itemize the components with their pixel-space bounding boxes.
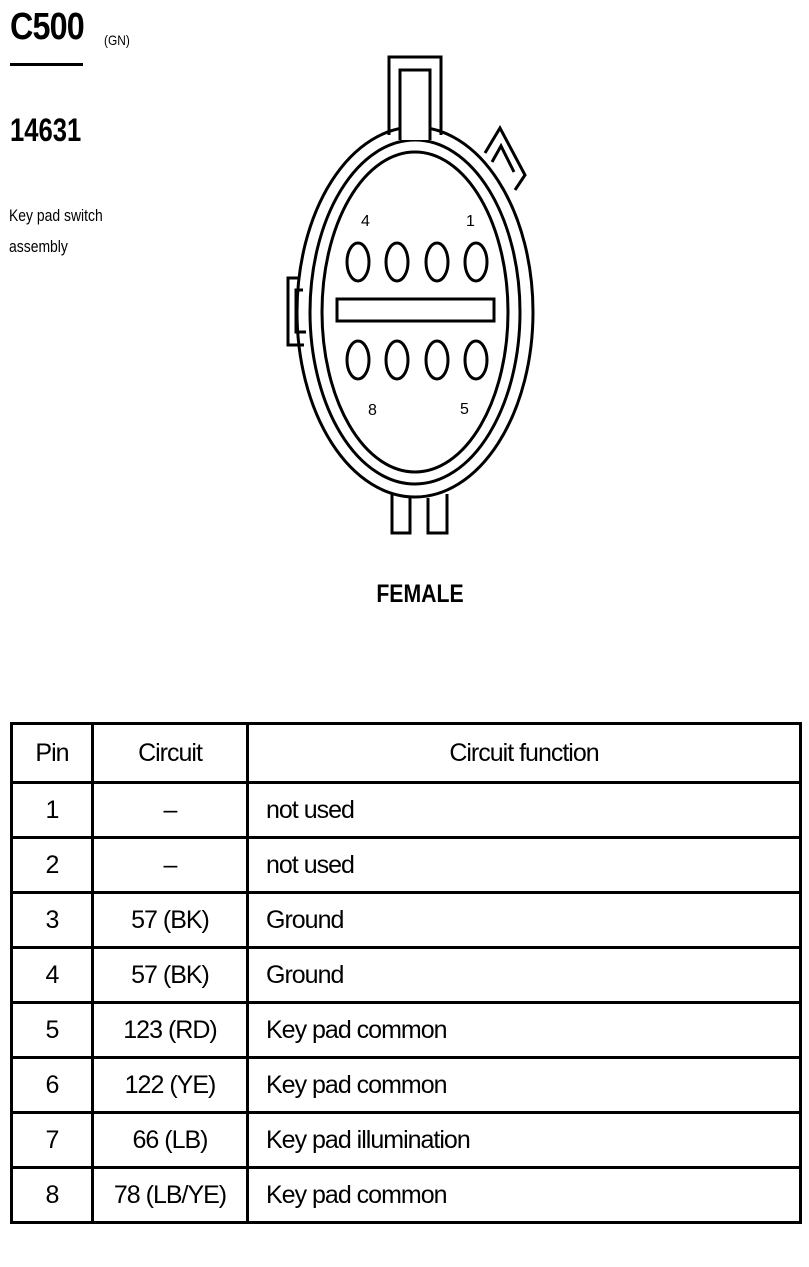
cell-circuit: 122 (YE) xyxy=(91,1056,249,1114)
connector-top-tab xyxy=(387,55,443,135)
connector-id-underline xyxy=(10,63,83,66)
cell-circuit: 78 (LB/YE) xyxy=(91,1166,249,1224)
connector-locking-key xyxy=(483,124,527,191)
cell-circuit: 57 (BK) xyxy=(91,946,249,1004)
pin-cavity-1 xyxy=(463,241,489,283)
cell-function: Key pad common xyxy=(246,1056,802,1114)
pin-cavity-8 xyxy=(345,339,371,381)
cell-circuit: – xyxy=(91,781,249,839)
cell-function: Ground xyxy=(246,891,802,949)
table-row: 4 57 (BK) Ground xyxy=(10,946,802,1004)
cell-pin: 4 xyxy=(10,946,94,1004)
cell-circuit: – xyxy=(91,836,249,894)
pin-label-bottom-left: 8 xyxy=(368,402,377,419)
connector-color-code: (GN) xyxy=(104,32,130,48)
connector-id: C500 xyxy=(10,6,85,48)
pin-cavity-7 xyxy=(384,339,410,381)
cell-function: not used xyxy=(246,781,802,839)
table-row: 7 66 (LB) Key pad illumination xyxy=(10,1111,802,1169)
connector-outer-shell xyxy=(295,125,535,499)
cell-function: not used xyxy=(246,836,802,894)
cell-pin: 7 xyxy=(10,1111,94,1169)
connector-center-bar xyxy=(335,297,496,323)
cell-pin: 3 xyxy=(10,891,94,949)
pin-label-bottom-right: 5 xyxy=(460,401,469,418)
pin-label-top-left: 4 xyxy=(361,213,370,230)
pin-cavity-6 xyxy=(424,339,450,381)
connector-inner-shell xyxy=(308,138,522,486)
pinout-header-row: Pin Circuit Circuit function xyxy=(10,722,802,784)
connector-bottom-foot-left xyxy=(390,494,412,535)
pinout-table: Pin Circuit Circuit function 1 – not use… xyxy=(10,722,802,1224)
cell-pin: 8 xyxy=(10,1166,94,1224)
table-row: 3 57 (BK) Ground xyxy=(10,891,802,949)
cell-function: Key pad common xyxy=(246,1001,802,1059)
pin-cavity-5 xyxy=(463,339,489,381)
cell-function: Ground xyxy=(246,946,802,1004)
cell-pin: 6 xyxy=(10,1056,94,1114)
connector-top-tab-inner xyxy=(398,68,432,140)
cell-circuit: 57 (BK) xyxy=(91,891,249,949)
cell-pin: 1 xyxy=(10,781,94,839)
pin-cavity-4 xyxy=(345,241,371,283)
table-row: 2 – not used xyxy=(10,836,802,894)
table-row: 8 78 (LB/YE) Key pad common xyxy=(10,1166,802,1224)
connector-description: Key pad switch assembly xyxy=(9,206,103,256)
connector-face-diagram: 4 1 8 5 xyxy=(286,55,535,535)
header-pin: Pin xyxy=(10,722,94,784)
cell-pin: 2 xyxy=(10,836,94,894)
cell-pin: 5 xyxy=(10,1001,94,1059)
connector-gender-label: FEMALE xyxy=(376,580,464,608)
pin-label-top-right: 1 xyxy=(466,213,475,230)
connector-face xyxy=(320,150,510,474)
header-circuit-function: Circuit function xyxy=(246,722,802,784)
cell-function: Key pad illumination xyxy=(246,1111,802,1169)
cell-circuit: 123 (RD) xyxy=(91,1001,249,1059)
table-row: 1 – not used xyxy=(10,781,802,839)
table-row: 5 123 (RD) Key pad common xyxy=(10,1001,802,1059)
table-row: 6 122 (YE) Key pad common xyxy=(10,1056,802,1114)
pin-cavity-2 xyxy=(424,241,450,283)
pin-cavity-3 xyxy=(384,241,410,283)
part-number: 14631 xyxy=(10,112,82,148)
connector-left-latch xyxy=(286,276,304,347)
cell-circuit: 66 (LB) xyxy=(91,1111,249,1169)
cell-function: Key pad common xyxy=(246,1166,802,1224)
connector-bottom-foot-right xyxy=(426,494,449,535)
header-circuit: Circuit xyxy=(91,722,249,784)
